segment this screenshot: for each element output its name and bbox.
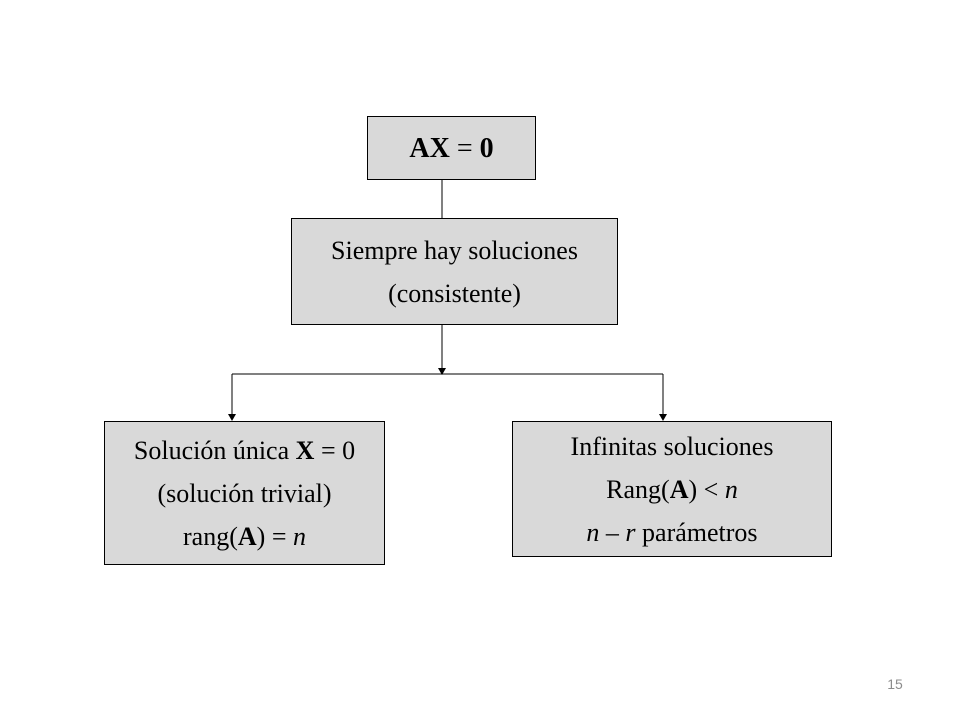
infinite-solutions-line1: Infinitas soluciones	[570, 431, 774, 461]
arrowhead-right-box	[659, 414, 667, 421]
variable-r: r	[625, 517, 636, 547]
always-solutions-line2: (consistente)	[388, 278, 521, 308]
equation-lhs: AX	[409, 132, 450, 164]
unique-solution-line3: rang(A) = n	[183, 515, 306, 558]
equals-zero: = 0	[314, 435, 356, 465]
homogeneous-system-box: AX = 0	[367, 116, 536, 180]
infinite-solutions-box: Infinitas soluciones Rang(A) < n n – r p…	[512, 421, 832, 557]
rank-equals: ) =	[256, 521, 293, 551]
infinite-solutions-line3: n – r parámetros	[586, 511, 757, 554]
variable-n: n	[724, 474, 738, 504]
infinite-solutions-line2: Rang(A) < n	[606, 468, 738, 511]
page-number: 15	[887, 676, 903, 692]
equation-equals: =	[449, 132, 480, 164]
arrowhead-middle	[438, 368, 446, 375]
arrowhead-left-box	[228, 414, 236, 421]
unique-solution-text: Solución única	[133, 435, 296, 465]
equation-rhs: 0	[479, 132, 494, 164]
rank-prefix: Rang(	[606, 474, 670, 504]
unique-solution-line2: (solución trivial)	[157, 478, 332, 508]
rank-less-than: ) <	[688, 474, 725, 504]
minus-sign: –	[599, 517, 626, 547]
homogeneous-equation: AX = 0	[409, 127, 493, 170]
parameters-text: parámetros	[635, 517, 758, 547]
variable-n: n	[292, 521, 306, 551]
matrix-a: A	[237, 521, 257, 551]
unique-solution-line1: Solución única X = 0	[134, 429, 355, 472]
vector-x: X	[295, 435, 315, 465]
rank-prefix: rang(	[183, 521, 238, 551]
always-solutions-box: Siempre hay soluciones (consistente)	[291, 218, 618, 325]
matrix-a: A	[669, 474, 689, 504]
unique-solution-box: Solución única X = 0 (solución trivial) …	[104, 421, 385, 565]
always-solutions-line1: Siempre hay soluciones	[331, 235, 578, 265]
variable-n: n	[586, 517, 600, 547]
